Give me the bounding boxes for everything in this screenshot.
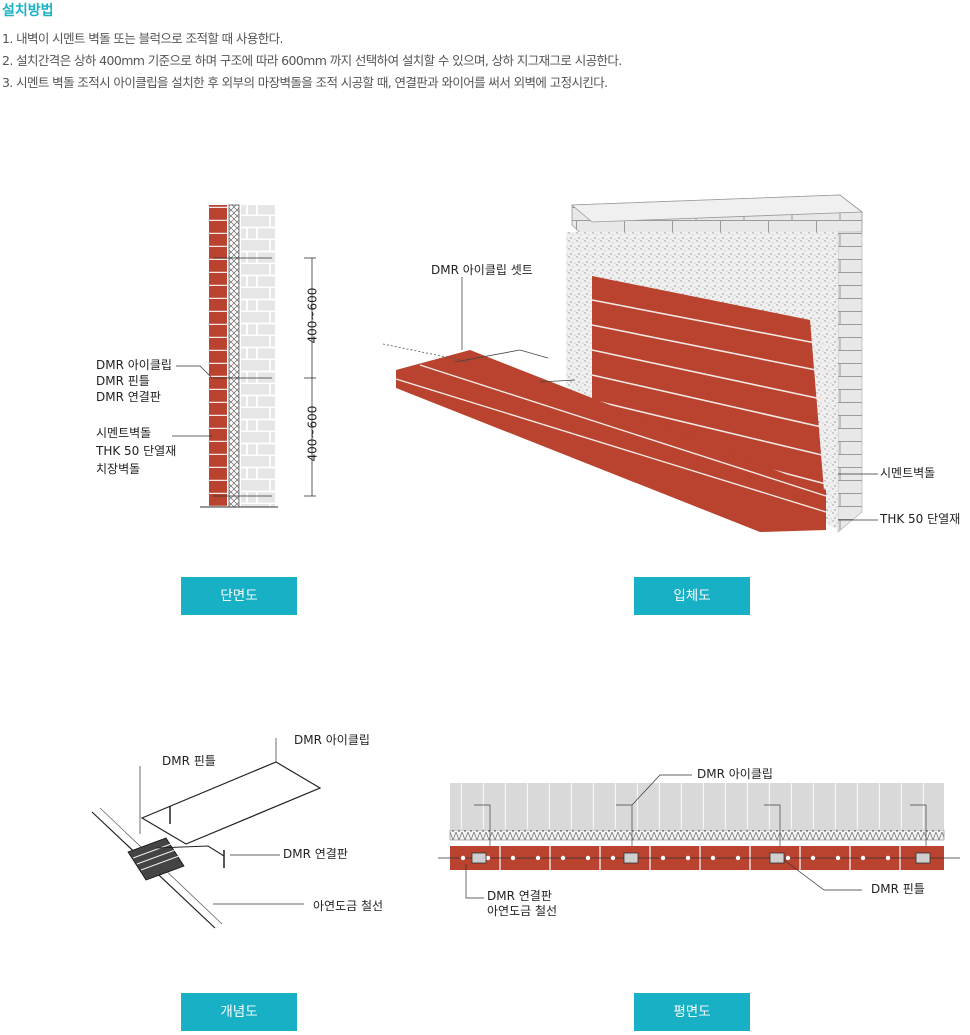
concept-plate xyxy=(127,837,185,881)
concept-view-button[interactable]: 개념도 xyxy=(181,993,297,1031)
label-concept-pintle: DMR 핀틀 xyxy=(162,754,216,768)
label-concept-wire: 아연도금 철선 xyxy=(313,899,384,913)
step-2: 2. 설치간격은 상하 400mm 기준으로 하며 구조에 따라 600mm 까… xyxy=(2,53,622,68)
dimension-lower: 400~600 xyxy=(305,405,320,462)
label-iclip-set: DMR 아이클립 셋트 xyxy=(431,263,533,277)
iso-brick-wall xyxy=(591,276,827,530)
plan-brick-row xyxy=(450,846,944,870)
label-plan-wire: 아연도금 철선 xyxy=(487,904,558,918)
plan-block-row xyxy=(450,783,944,829)
label-plan-plate: DMR 연결판 xyxy=(487,889,552,903)
label-plan-pintle: DMR 핀틀 xyxy=(871,882,925,896)
insulation-column xyxy=(228,204,240,508)
section-view-button[interactable]: 단면도 xyxy=(181,577,297,615)
label-cement-brick: 시멘트벽돌 xyxy=(96,426,152,440)
label-pintle: DMR 핀틀 xyxy=(96,374,150,388)
cement-block-column xyxy=(241,205,275,507)
step-3: 3. 시멘트 벽돌 조적시 아이클립을 설치한 후 외부의 마장벽돌을 조적 시… xyxy=(2,75,608,90)
label-concept-iclip: DMR 아이클립 xyxy=(294,733,370,747)
label-plan-iclip: DMR 아이클립 xyxy=(697,767,773,781)
plan-view-button[interactable]: 평면도 xyxy=(634,993,750,1031)
iso-view-button[interactable]: 입체도 xyxy=(634,577,750,615)
installation-steps: 1. 내벽이 시멘트 벽돌 또는 블럭으로 조적할 때 사용한다. 2. 설치간… xyxy=(2,28,622,94)
section-title: 설치방법 xyxy=(2,3,54,19)
label-insulation: THK 50 단열재 xyxy=(96,444,177,458)
dimension-upper: 400~600 xyxy=(305,287,320,344)
label-iso-cement: 시멘트벽돌 xyxy=(880,466,936,480)
label-plate: DMR 연결판 xyxy=(96,390,161,404)
step-1: 1. 내벽이 시멘트 벽돌 또는 블럭으로 조적할 때 사용한다. xyxy=(2,31,283,46)
label-face-brick: 치장벽돌 xyxy=(96,462,141,476)
label-iclip: DMR 아이클립 xyxy=(96,358,172,372)
face-brick-column xyxy=(209,205,227,507)
label-concept-plate: DMR 연결판 xyxy=(283,847,348,861)
label-iso-insulation: THK 50 단열재 xyxy=(880,512,961,526)
